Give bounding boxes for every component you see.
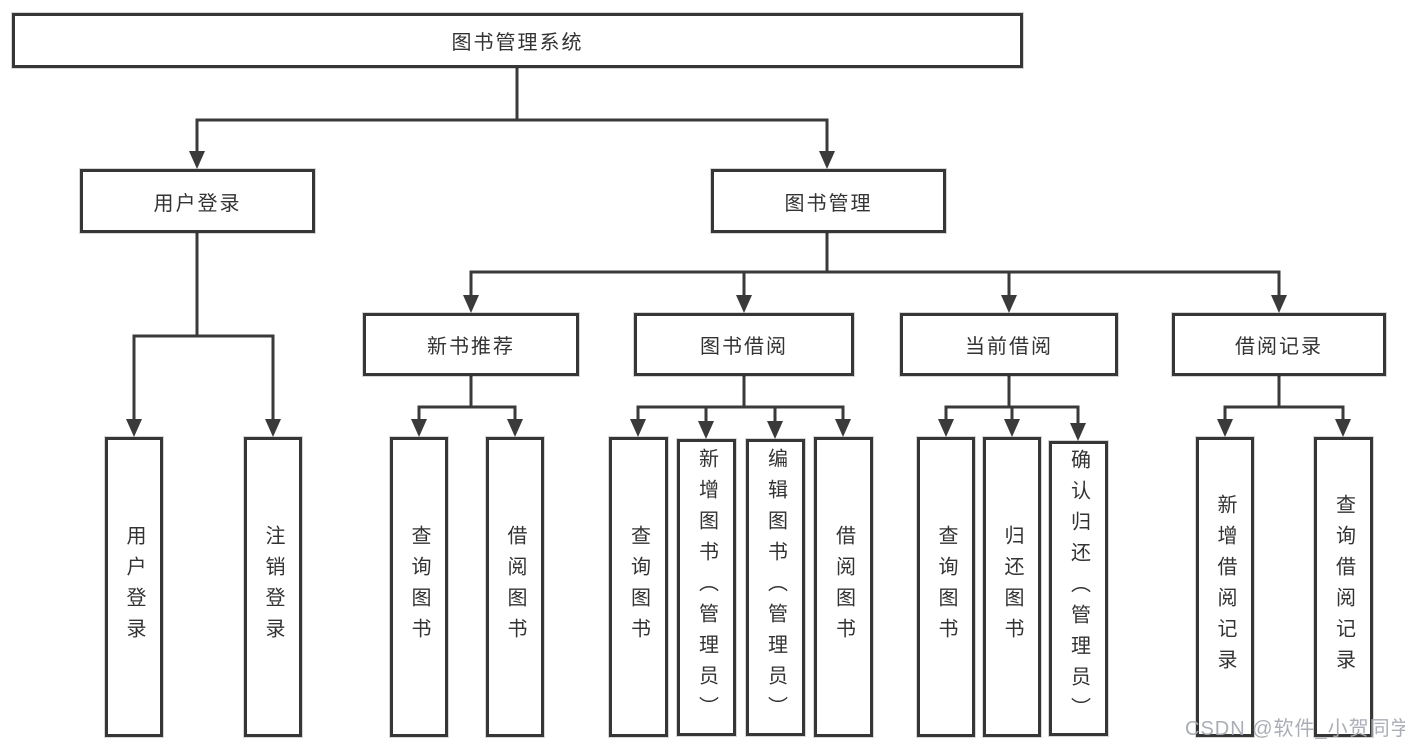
leaf-user-login: 用户登录 [105,437,163,737]
leaf-label: 确认归还（管理员） [1067,449,1090,728]
connector-borrow-split [636,376,845,424]
leaf-label: 查询图书 [408,525,430,649]
leaf-label: 查询借阅记录 [1332,494,1355,680]
arrowhead [835,419,851,437]
leaf-label: 编辑图书（管理员） [764,448,787,727]
leaf-label: 借阅图书 [504,525,526,649]
arrowhead [1217,419,1233,437]
arrowhead [507,419,523,437]
connector-strokes [132,68,1345,426]
node-label: 当前借阅 [965,336,1053,358]
leaf-label: 新增图书（管理员） [695,448,718,727]
leaf-add-books-admin: 新增图书（管理员） [677,439,736,736]
leaf-query-borrow-record: 查询借阅记录 [1314,437,1373,737]
leaf-query-books-borrow: 查询图书 [609,437,668,737]
connector-login-split [132,233,275,421]
connector-newbook-split [417,376,517,422]
arrowhead [736,295,752,313]
node-user-login: 用户登录 [80,169,315,233]
leaf-query-books-current: 查询图书 [917,437,975,737]
arrowhead [189,151,205,169]
connector-root-split [195,68,829,153]
leaf-label: 归还图书 [1001,525,1023,649]
arrowhead [1001,295,1017,313]
leaf-edit-books-admin: 编辑图书（管理员） [746,439,805,736]
arrowheads [126,151,1351,441]
arrowhead [938,419,954,437]
leaf-label: 新增借阅记录 [1214,494,1236,680]
arrowhead [265,419,281,437]
node-library-management-system: 图书管理系统 [12,13,1023,68]
connector-current-split [944,376,1080,426]
node-book-borrowing: 图书借阅 [634,313,854,376]
node-label: 用户登录 [153,192,242,215]
arrowhead [1335,419,1351,437]
arrowhead [463,295,479,313]
arrowhead [411,419,427,437]
arrowhead [1004,419,1020,437]
leaf-add-borrow-record: 新增借阅记录 [1196,437,1254,737]
leaf-return-books: 归还图书 [983,437,1041,737]
leaf-label: 用户登录 [123,525,145,649]
arrowhead [1070,423,1086,441]
arrowhead [698,421,714,439]
node-current-borrowing: 当前借阅 [900,313,1118,376]
leaf-query-books-newbook: 查询图书 [390,437,448,737]
node-label: 新书推荐 [427,336,515,358]
leaf-logout: 注销登录 [244,437,302,737]
arrowhead [630,419,646,437]
node-borrowing-records: 借阅记录 [1172,313,1386,376]
leaf-borrow-books-newbook: 借阅图书 [486,437,544,737]
arrowhead [819,151,835,169]
arrowhead [767,421,783,439]
leaf-label: 借阅图书 [832,525,855,649]
leaf-label: 查询图书 [627,525,650,649]
leaf-label: 查询图书 [935,525,957,649]
leaf-borrow-books-borrow: 借阅图书 [814,437,873,737]
csdn-watermark: CSDN @软件_小贺同学 [1185,718,1405,740]
node-book-management: 图书管理 [711,169,946,233]
leaf-label: 注销登录 [262,525,284,649]
connector-mgmt-split [469,233,1281,297]
node-label: 图书管理系统 [451,32,584,54]
node-label: 图书管理 [784,192,873,215]
leaf-confirm-return-admin: 确认归还（管理员） [1049,441,1108,736]
node-label: 图书借阅 [700,336,788,358]
arrowhead [1271,295,1287,313]
node-label: 借阅记录 [1235,336,1323,358]
arrowhead [126,419,142,437]
node-new-book-recommend: 新书推荐 [363,313,579,376]
connector-records-split [1223,376,1345,422]
